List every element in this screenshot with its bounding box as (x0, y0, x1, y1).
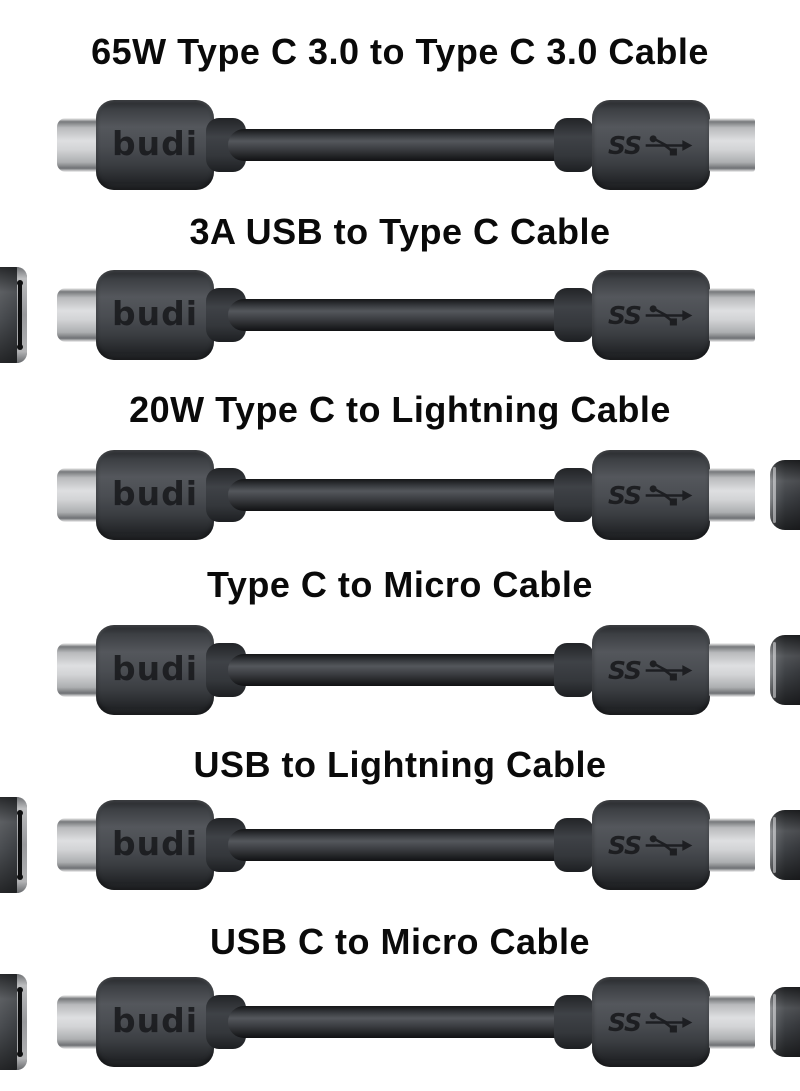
cable-cord (228, 129, 576, 161)
strain-relief-right (554, 468, 594, 522)
cable-row: Type C to Micro Cable budi SS (0, 562, 800, 715)
cable-title: USB to Lightning Cable (193, 744, 607, 785)
cable-row: USB C to Micro Cable budi SS (0, 919, 800, 1070)
strain-relief-right (554, 995, 594, 1049)
usb-plug-tip-right (709, 288, 755, 342)
usb-c-plug-tip-left (57, 995, 99, 1049)
usb-c-plug-tip-left (57, 118, 99, 172)
connector-body-right: SS (592, 450, 710, 540)
cable-title: 3A USB to Type C Cable (189, 211, 611, 252)
usb-plug-tip-right (709, 468, 755, 522)
usb-trident-icon (645, 659, 693, 680)
connector-port-slot (17, 987, 23, 1057)
cable-title: 65W Type C 3.0 to Type C 3.0 Cable (91, 31, 709, 72)
edge-connector-rim (17, 974, 27, 1070)
edge-connector-right (770, 987, 800, 1057)
connector-body-left: budi (96, 450, 214, 540)
usb-plug-tip-right (709, 118, 755, 172)
edge-connector-left (0, 267, 27, 363)
connector-body-left: budi (96, 977, 214, 1067)
cable-row: 3A USB to Type C Cable budi SS (0, 209, 800, 363)
cable-title: 20W Type C to Lightning Cable (129, 389, 671, 430)
connector-body-right: SS (592, 977, 710, 1067)
budi-logo: budi (111, 1000, 199, 1040)
usb-c-plug-tip-left (57, 468, 99, 522)
edge-connector-rim (17, 267, 27, 363)
superspeed-usb-badge: SS (607, 300, 642, 330)
cable-figure: budi SS (0, 100, 800, 190)
cable-figure: budi SS (0, 450, 800, 540)
usb-trident-icon (645, 134, 693, 155)
budi-logo: budi (111, 473, 199, 513)
edge-connector-highlight (773, 467, 776, 523)
edge-connector-highlight (773, 817, 776, 873)
cable-title: Type C to Micro Cable (207, 564, 593, 605)
connector-body-right: SS (592, 270, 710, 360)
usb-plug-tip-right (709, 818, 755, 872)
connector-body-left: budi (96, 625, 214, 715)
strain-relief-right (554, 643, 594, 697)
cable-figure: budi SS (0, 267, 800, 363)
connector-port-slot (17, 280, 23, 350)
edge-connector-right (770, 460, 800, 530)
usb-trident-icon (645, 484, 693, 505)
cable-figure: budi SS (0, 625, 800, 715)
superspeed-usb-badge: SS (607, 480, 642, 510)
strain-relief-right (554, 288, 594, 342)
usb-c-plug-tip-left (57, 288, 99, 342)
usb-plug-tip-right (709, 643, 755, 697)
edge-connector-highlight (773, 994, 776, 1050)
cable-cord (228, 1006, 576, 1038)
connector-body-left: budi (96, 800, 214, 890)
usb-trident-icon (645, 1011, 693, 1032)
connector-body-right: SS (592, 800, 710, 890)
edge-connector-left (0, 974, 27, 1070)
edge-connector-right (770, 635, 800, 705)
superspeed-usb-badge: SS (607, 655, 642, 685)
cable-cord (228, 654, 576, 686)
budi-logo: budi (111, 823, 199, 863)
connector-port-slot (17, 810, 23, 880)
cable-cord (228, 479, 576, 511)
connector-body-right: SS (592, 100, 710, 190)
cable-cord (228, 829, 576, 861)
usb-trident-icon (645, 304, 693, 325)
edge-connector-highlight (773, 642, 776, 698)
usb-trident-icon (645, 834, 693, 855)
cable-row: 20W Type C to Lightning Cable budi SS (0, 387, 800, 540)
usb-c-plug-tip-left (57, 643, 99, 697)
cable-figure: budi SS (0, 974, 800, 1070)
connector-body-left: budi (96, 100, 214, 190)
connector-body-left: budi (96, 270, 214, 360)
cable-cord (228, 299, 576, 331)
edge-connector-left (0, 797, 27, 893)
cable-row: USB to Lightning Cable budi SS (0, 742, 800, 893)
budi-logo: budi (111, 648, 199, 688)
superspeed-usb-badge: SS (607, 130, 642, 160)
budi-logo: budi (111, 123, 199, 163)
edge-connector-right (770, 810, 800, 880)
superspeed-usb-badge: SS (607, 1007, 642, 1037)
usb-plug-tip-right (709, 995, 755, 1049)
strain-relief-right (554, 118, 594, 172)
usb-c-plug-tip-left (57, 818, 99, 872)
cable-figure: budi SS (0, 797, 800, 893)
cable-row: 65W Type C 3.0 to Type C 3.0 Cable budi … (0, 29, 800, 190)
edge-connector-rim (17, 797, 27, 893)
connector-body-right: SS (592, 625, 710, 715)
superspeed-usb-badge: SS (607, 830, 642, 860)
budi-logo: budi (111, 293, 199, 333)
strain-relief-right (554, 818, 594, 872)
cable-title: USB C to Micro Cable (209, 921, 591, 962)
